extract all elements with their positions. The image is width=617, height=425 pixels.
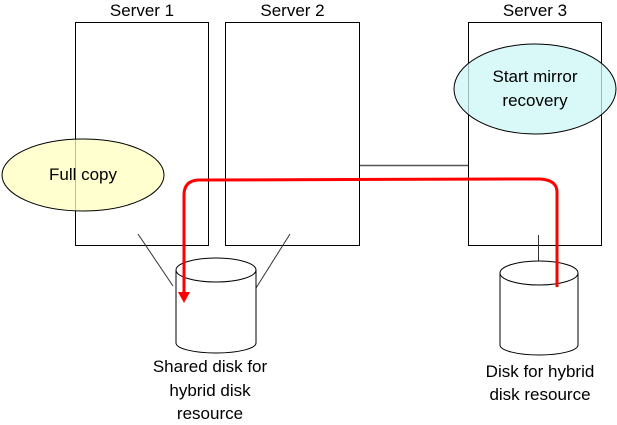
server-1-box [75, 22, 209, 246]
local-disk-label-line2: disk resource [489, 385, 591, 404]
shared-disk-label-line2: hybrid disk [169, 381, 251, 400]
shared-disk-label-line1: Shared disk for [152, 357, 268, 376]
local-disk-icon [499, 260, 579, 356]
full-copy-callout [1, 138, 165, 212]
start-mirror-text-line2: recovery [502, 91, 568, 110]
server-2-box [225, 22, 360, 246]
shared-disk-link-server1 [137, 233, 174, 287]
server-2-label: Server 2 [260, 1, 325, 20]
full-copy-text: Full copy [48, 165, 118, 184]
local-disk-label-line1: Disk for hybrid [485, 362, 595, 381]
arrowhead-icon [178, 292, 190, 303]
shared-disk-link-server2 [255, 233, 291, 289]
shared-disk-label-line3: resource [176, 404, 244, 423]
server-1-label: Server 1 [109, 1, 175, 20]
shared-disk-icon [175, 257, 257, 354]
server-3-label: Server 3 [502, 1, 568, 20]
copy-path-arrow [182, 177, 559, 296]
start-mirror-text-line1: Start mirror [492, 67, 578, 86]
start-mirror-callout [453, 43, 617, 135]
